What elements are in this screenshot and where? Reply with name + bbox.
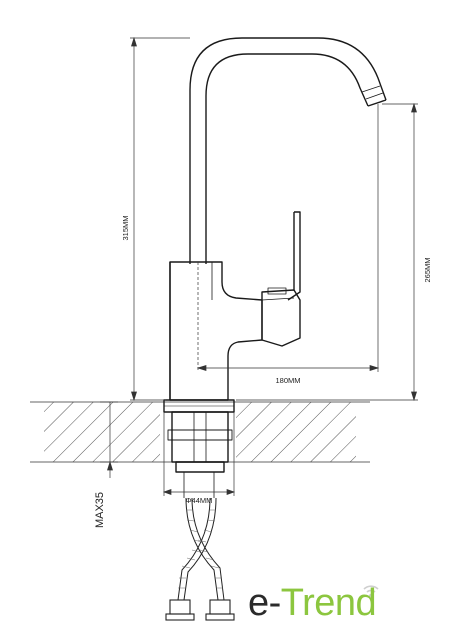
wifi-icon [363, 585, 379, 599]
body-column [169, 261, 263, 401]
spout-tip [367, 99, 387, 107]
countertop-section [30, 401, 370, 463]
spout-outer [189, 37, 387, 264]
mounting-shank [171, 411, 229, 463]
dimension-lines [100, 36, 418, 496]
spout-reach-label: 180MM [275, 376, 300, 385]
total-height-label: 315MM [121, 215, 130, 240]
logo-prefix: e- [248, 582, 281, 624]
handle-block [261, 289, 301, 347]
hose-fitting-left [169, 599, 191, 615]
logo-text: Trend [280, 582, 377, 624]
brand-logo: e-Trend [248, 580, 418, 626]
handle-lever [287, 211, 301, 301]
flexible-hoses [165, 497, 235, 621]
max-thickness-label: MAX35 [94, 492, 106, 528]
hose-fitting-right [209, 599, 231, 615]
faucet-outline [163, 37, 387, 498]
base-diameter-label: Φ44MM [186, 496, 213, 505]
spout-height-label: 265MM [423, 257, 432, 282]
spout-inner [205, 53, 369, 264]
